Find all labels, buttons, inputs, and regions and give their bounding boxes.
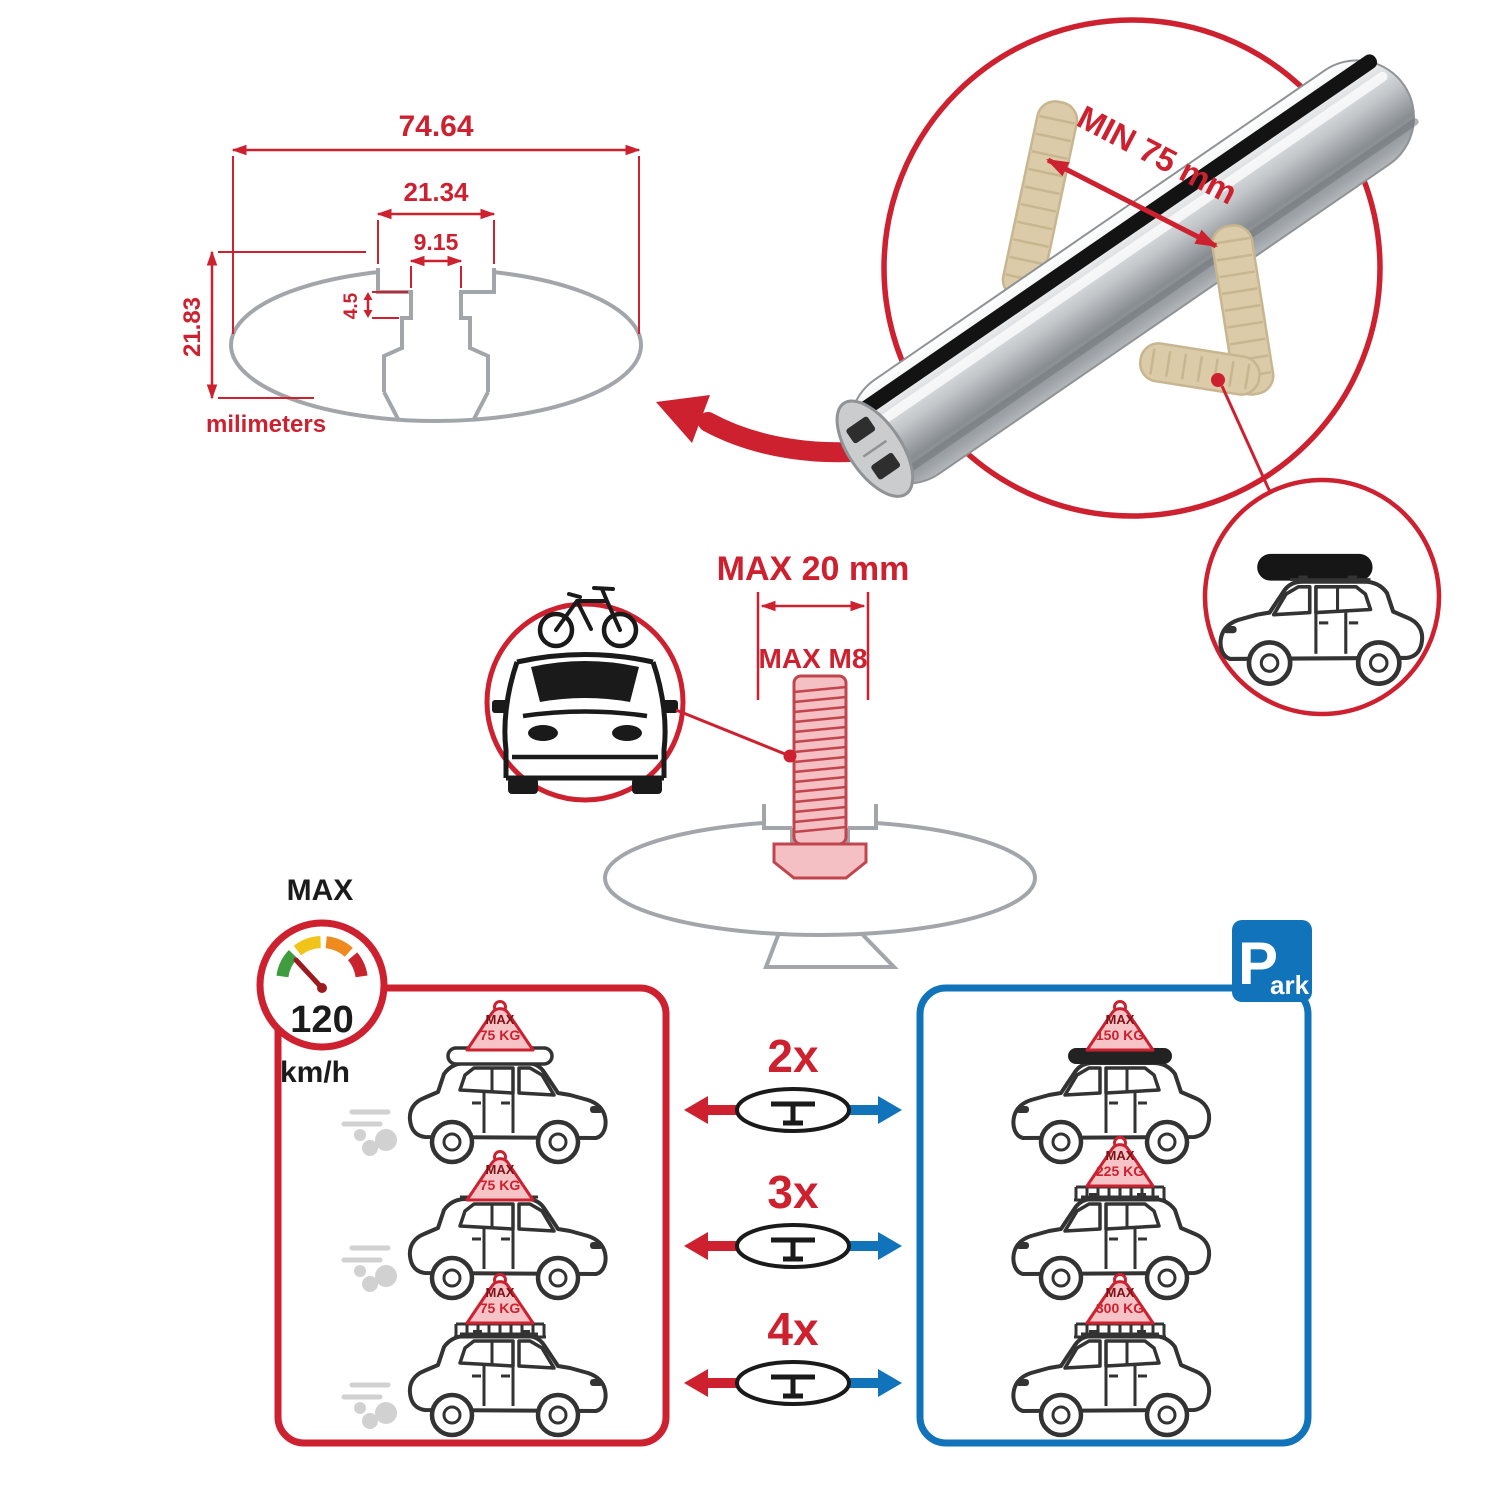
car-badge-max: MAX — [486, 1285, 515, 1300]
car-front-icon — [492, 652, 678, 794]
car-badge-weight: 75 KG — [480, 1177, 521, 1193]
bar-count-label: 2x — [767, 1030, 819, 1082]
bar-count-row-3: 4x — [684, 1303, 902, 1406]
motion-smoke — [341, 1245, 397, 1292]
speed-units: km/h — [280, 1056, 350, 1089]
car-badge-weight: 75 KG — [480, 1300, 521, 1316]
speed-value: 120 — [290, 999, 353, 1041]
magnifier-circle — [881, 17, 1383, 519]
parking-suffix: ark — [1270, 970, 1310, 1000]
rubber-strip — [844, 54, 1378, 425]
dim-slot-inner: 9.15 — [414, 229, 459, 255]
car-illustration — [410, 1330, 606, 1435]
bolt-callout-dot — [783, 749, 797, 763]
car-badge-weight: 300 KG — [1096, 1300, 1144, 1316]
bike-car-circle — [484, 586, 686, 803]
car-badge-weight: 150 KG — [1096, 1027, 1144, 1043]
car-illustration — [1013, 1057, 1209, 1162]
car-illustration — [1013, 1193, 1209, 1298]
crossbar-3d — [835, 54, 1419, 498]
parking-sign: P ark — [1232, 920, 1312, 1002]
callout-dot — [1211, 373, 1225, 387]
car-illustration — [410, 1193, 606, 1298]
units-label: milimeters — [206, 411, 326, 438]
dim-slot-outer: 21.34 — [403, 177, 469, 207]
bolt-callout-line — [675, 708, 791, 758]
car-badge-max: MAX — [1106, 1285, 1135, 1300]
motion-smoke — [341, 1109, 397, 1156]
bar-count-row-2: 3x — [684, 1166, 902, 1269]
car-badge-max: MAX — [486, 1012, 515, 1027]
roof-rail-foot — [1138, 342, 1261, 396]
callout-line — [1220, 385, 1272, 493]
parking-letter: P — [1238, 930, 1278, 997]
bar-end-cap — [835, 399, 915, 498]
driving-car-row-2: MAX 75 KG — [341, 1150, 606, 1299]
speedometer: 120 — [256, 919, 388, 1051]
driving-car-row-1: MAX 75 KG — [341, 1000, 606, 1163]
car-badge-max: MAX — [1106, 1012, 1135, 1027]
roof-basket — [1072, 1185, 1168, 1202]
bolt-illustration — [772, 674, 868, 880]
max-bolt-width-label: MAX 20 mm — [717, 550, 910, 588]
bolt-section: MAX 20 mm MAX M8 — [484, 550, 1037, 969]
car-badge-weight: 75 KG — [480, 1027, 521, 1043]
car-illustration — [1013, 1330, 1209, 1435]
parked-car-row-3: MAX 300 KG — [1013, 1273, 1209, 1436]
motion-smoke — [341, 1382, 397, 1429]
car-badge-max: MAX — [1106, 1148, 1135, 1163]
suv-detail-circle — [1202, 477, 1442, 717]
bolt-dimension-lines — [756, 592, 870, 700]
small-arrowhead-down — [363, 310, 373, 318]
dim-step-height: 4.5 — [341, 292, 362, 319]
roof-box — [1257, 553, 1373, 581]
bar-count-label: 4x — [767, 1303, 819, 1355]
speed-max-label: MAX — [287, 874, 354, 907]
parked-car-row-1: MAX 150 KG — [1013, 1000, 1209, 1163]
bar-count-label: 3x — [767, 1166, 819, 1218]
min-span-arrow — [1045, 157, 1219, 249]
speedometer-needle — [293, 957, 325, 991]
driving-car-row-3: MAX 75 KG — [341, 1273, 606, 1436]
dim-width-total: 74.64 — [398, 110, 473, 143]
car-badge-max: MAX — [486, 1162, 515, 1177]
driving-panel — [274, 984, 670, 1447]
dim-height-total: 21.83 — [179, 297, 206, 357]
roof-basket — [1072, 1322, 1168, 1339]
dimension-lines — [206, 144, 641, 400]
parked-panel — [916, 984, 1312, 1447]
car-badge-weight: 225 KG — [1096, 1163, 1144, 1179]
parked-car-row-2: MAX 225 KG — [1013, 1136, 1209, 1299]
bicycle-icon — [537, 586, 639, 649]
cross-section-profile — [229, 256, 643, 423]
max-thread-label: MAX M8 — [759, 643, 868, 674]
small-arrowhead-up — [363, 292, 373, 300]
car-illustration — [410, 1057, 606, 1162]
bar-count-row-1: 2x — [684, 1030, 902, 1133]
roof-box — [1068, 1048, 1172, 1064]
roof-basket — [452, 1322, 548, 1339]
bar-zoom-circle: MIN 75 mm — [835, 17, 1419, 519]
cross-section-diagram: 74.64 21.34 9.15 4.5 21.83 milimeters — [179, 110, 643, 438]
